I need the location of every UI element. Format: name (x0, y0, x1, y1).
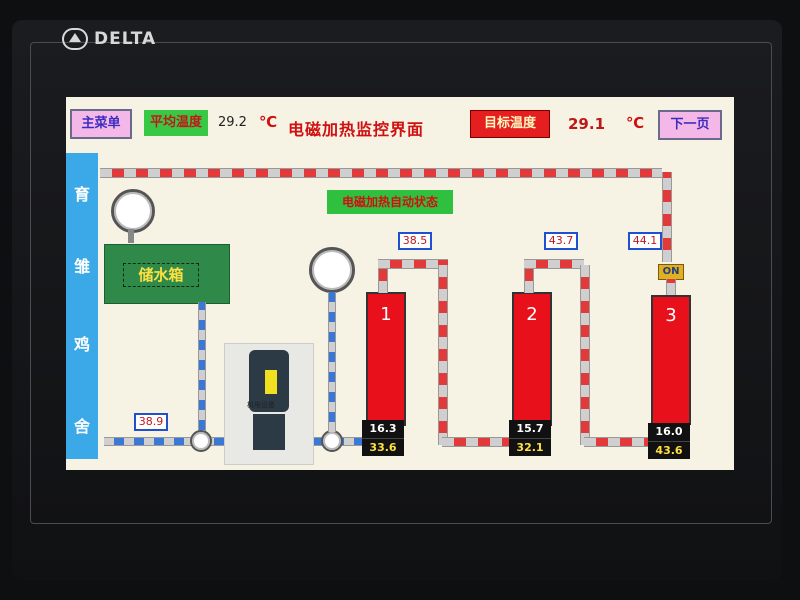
heater-1-top-value: 16.3 (362, 420, 404, 439)
heater-1-to-2-bottom (442, 437, 520, 447)
storage-tank: 储水箱 (104, 244, 230, 304)
heater-3-bottom-value: 43.6 (655, 444, 683, 457)
sidebar-char-3: 鸡 (73, 335, 90, 354)
return-pipe-down (662, 172, 672, 262)
circulation-pump: 机电设备 (224, 343, 314, 465)
sidebar-char-1: 育 (73, 185, 90, 204)
heater-2-top-value: 15.7 (509, 420, 551, 439)
heater-1-readout: 16.3 33.6 (362, 420, 404, 456)
heater-1-outlet-up (378, 265, 388, 293)
bezel-border (30, 42, 772, 524)
valve-1-icon (190, 430, 212, 452)
heater-3-number: 3 (665, 305, 677, 326)
next-page-button[interactable]: 下一页 (658, 110, 722, 140)
avg-temp-label: 平均温度 (144, 110, 208, 136)
target-temp-button[interactable]: 目标温度 (470, 110, 550, 138)
brand-logo: DELTA (62, 28, 156, 50)
pump-outlet-riser (328, 292, 336, 432)
tank-outlet-pipe (198, 302, 206, 440)
heater-3-readout: 16.0 43.6 (648, 423, 690, 459)
pressure-gauge-1 (111, 189, 155, 233)
valve-2-icon (321, 430, 343, 452)
heater-1[interactable]: 1 (366, 292, 406, 426)
brand-name: DELTA (94, 29, 157, 49)
heater-2-outlet-up (524, 265, 534, 293)
heater-3-top-value: 16.0 (648, 423, 690, 442)
heater-2-to-3-bottom (584, 437, 658, 447)
sidebar-house-name: 育 雏 鸡 舍 (66, 153, 98, 459)
avg-temp-value: 29.2 (218, 115, 247, 130)
heater-2[interactable]: 2 (512, 292, 552, 426)
target-temp-value[interactable]: 29.1 (568, 115, 606, 133)
heater-2-outlet-temp: 43.7 (544, 232, 578, 250)
heater-1-outlet-down (438, 265, 448, 445)
heater-3-outlet-temp: 44.1 (628, 232, 662, 250)
heater-2-number: 2 (526, 304, 538, 325)
heater-3[interactable]: 3 (651, 295, 691, 425)
sidebar-char-2: 雏 (73, 257, 90, 276)
pump-nameplate-icon (265, 370, 277, 394)
pump-label: 机电设备 (247, 401, 275, 409)
page-title: 电磁加热监控界面 (288, 120, 425, 139)
return-pipe-top (100, 168, 662, 178)
heater-2-readout: 15.7 32.1 (509, 420, 551, 456)
gauge-1-stem (128, 229, 134, 243)
inlet-temp-readout: 38.9 (134, 413, 168, 431)
delta-logo-icon (62, 28, 88, 50)
heater-1-outlet-top (378, 259, 448, 269)
valve-on-button[interactable]: ON (658, 264, 684, 280)
auto-heating-status: 电磁加热自动状态 (327, 190, 453, 214)
main-menu-button[interactable]: 主菜单 (70, 109, 132, 139)
avg-temp-unit: ℃ (259, 113, 278, 131)
heater-3-outlet (666, 279, 676, 295)
heater-2-bottom-value: 32.1 (516, 441, 544, 454)
sidebar-char-4: 舍 (73, 417, 90, 436)
heater-2-outlet-down (580, 265, 590, 445)
hmi-screen: 主菜单 平均温度 29.2 ℃ 电磁加热监控界面 目标温度 29.1 ℃ 下一页… (66, 97, 734, 470)
heater-1-bottom-value: 33.6 (369, 441, 397, 454)
heater-1-number: 1 (380, 304, 392, 325)
pressure-gauge-2 (309, 247, 355, 293)
storage-tank-label: 储水箱 (123, 263, 199, 287)
target-temp-unit: ℃ (626, 114, 645, 132)
heater-1-outlet-temp: 38.5 (398, 232, 432, 250)
heater-2-outlet-top (524, 259, 584, 269)
pump-body-icon (253, 414, 285, 450)
